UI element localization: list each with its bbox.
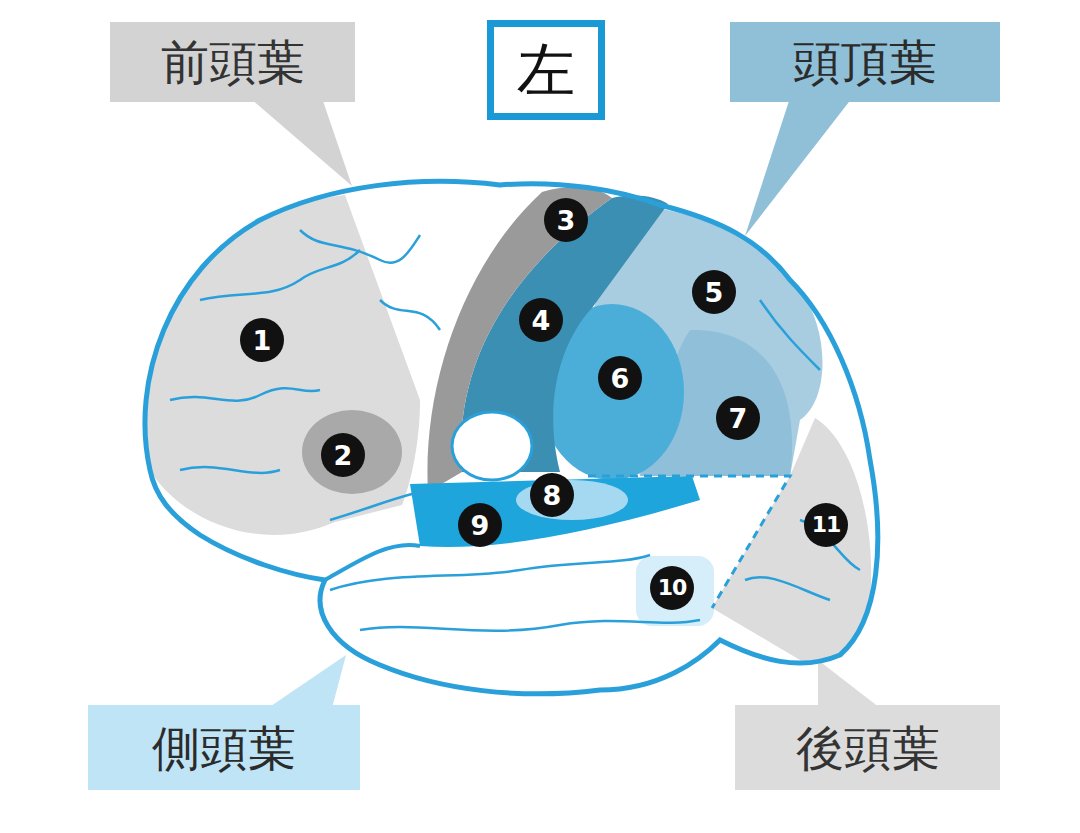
callout-number: 8 — [543, 482, 562, 509]
node-label: 前頭葉 — [161, 38, 305, 86]
callout-number-badge: 8 — [530, 473, 574, 517]
callout-number-badge: 10 — [650, 566, 694, 610]
callout-pointer — [818, 660, 880, 708]
callout-number: 11 — [812, 514, 841, 536]
callout-number-badge: 2 — [321, 433, 365, 477]
callout-number: 1 — [253, 327, 272, 354]
callout-pointer — [745, 98, 852, 236]
motor-region — [427, 187, 612, 492]
side-box: 左 — [487, 20, 605, 120]
lobe-label-box: 頭頂葉 — [730, 22, 1000, 102]
callout-number: 9 — [471, 512, 490, 539]
node-label: 後頭葉 — [796, 724, 940, 772]
broca-region — [302, 410, 402, 494]
lobe-label-box: 側頭葉 — [88, 705, 360, 790]
brain-outline-fill — [145, 181, 878, 694]
lobe-label-box: 前頭葉 — [110, 22, 355, 102]
callout-number-badge: 1 — [240, 318, 284, 362]
insula-gap — [452, 412, 532, 480]
callout-number-badge: 3 — [544, 198, 588, 242]
visual-word-region — [636, 556, 714, 626]
callout-number-badge: 6 — [598, 356, 642, 400]
callout-number: 6 — [611, 365, 630, 392]
prefrontal-region — [145, 195, 420, 535]
callout-number-badge: 5 — [692, 270, 736, 314]
node-label: 左 — [517, 41, 575, 99]
callout-number-badge: 9 — [458, 503, 502, 547]
callout-pointer — [250, 98, 352, 186]
callout-pointer — [268, 655, 346, 708]
callout-number: 2 — [334, 442, 353, 469]
occipital-region — [712, 418, 871, 661]
node-label: 側頭葉 — [152, 724, 296, 772]
callout-number-badge: 11 — [804, 503, 848, 547]
sulci-lines — [170, 230, 860, 631]
callout-number: 10 — [658, 577, 687, 599]
callout-number: 7 — [729, 405, 748, 432]
callout-number: 4 — [532, 307, 551, 334]
brain-outline — [145, 181, 878, 694]
lobe-label-box: 後頭葉 — [735, 705, 1000, 790]
callout-number-badge: 4 — [519, 298, 563, 342]
sylvian-fissure — [325, 545, 420, 580]
callout-number: 5 — [705, 279, 724, 306]
callout-number: 3 — [557, 207, 576, 234]
callout-number-badge: 7 — [716, 396, 760, 440]
node-label: 頭頂葉 — [793, 38, 937, 86]
